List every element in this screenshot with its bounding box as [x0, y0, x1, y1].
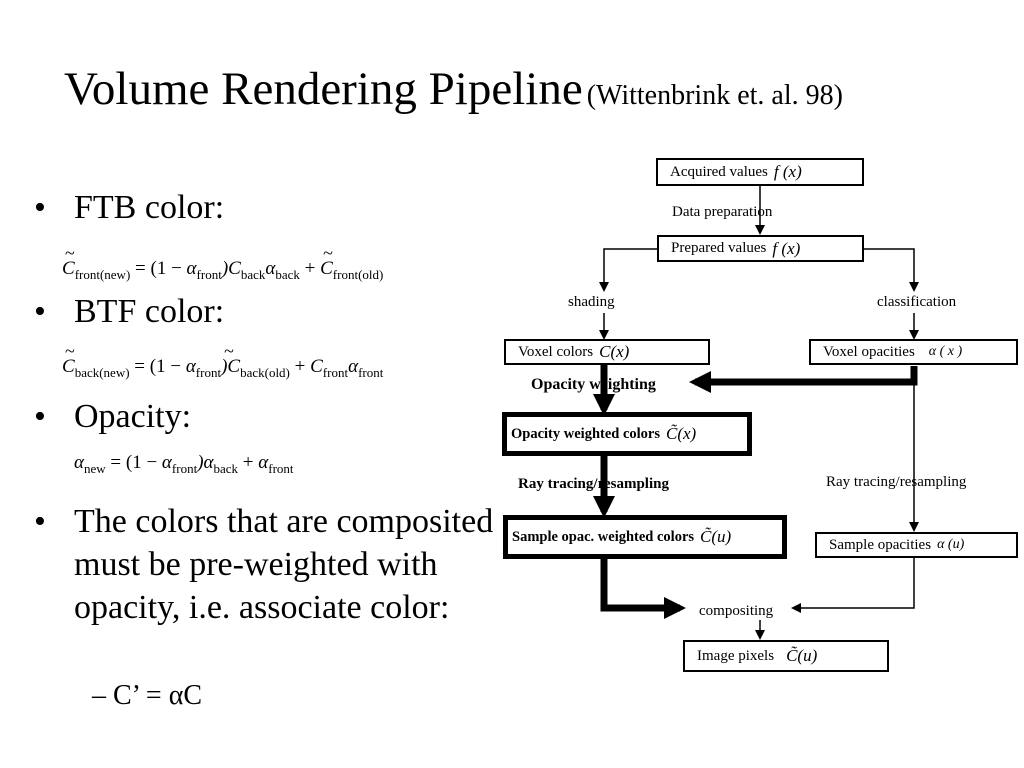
edge-opacity-to-weighting [689, 366, 918, 393]
node-image-pixels: Image pixels C̃(u) [683, 640, 889, 672]
bullet-marker: • [34, 503, 46, 540]
slide-title-main: Volume Rendering Pipeline [64, 63, 583, 115]
label-opacity-weighting: Opacity weighting [531, 376, 656, 393]
formula-op: + [242, 452, 254, 473]
node-opacity-weighted-colors: Opacity weighted colors C̃(x) [502, 412, 752, 456]
edge-prepared-left [599, 248, 657, 292]
node-label: Voxel opacities [823, 343, 915, 360]
formula-sub: front [322, 364, 349, 380]
node-label: Acquired values [670, 163, 768, 180]
formula-sub: front [196, 266, 222, 282]
formula-sub: back(old) [240, 364, 290, 380]
sub-bullet-text: C’ = αC [113, 680, 203, 711]
formula-term: C [62, 341, 75, 378]
node-math: α ( x ) [928, 344, 963, 359]
formula-sub: front(old) [332, 266, 384, 282]
formula-term: α [348, 356, 359, 377]
node-math: f (x) [773, 162, 802, 181]
slide-title: Volume Rendering Pipeline (Wittenbrink e… [64, 62, 843, 116]
formula-sub: new [83, 460, 106, 476]
formula-term: α [185, 356, 196, 377]
formula-sub: front [268, 460, 294, 476]
sub-bullet-associate-formula: – C’ = αC [92, 680, 202, 712]
formula-sub: back [240, 266, 266, 282]
edge-sample-compositing [600, 556, 686, 619]
formula-ftb: Cfront(new) = (1 − αfront)Cbackαback + C… [62, 243, 384, 283]
node-label: Sample opacities [829, 536, 932, 553]
formula-term: C [320, 243, 333, 280]
node-prepared-values: Prepared values f (x) [657, 235, 864, 262]
label-ray-tracing-right: Ray tracing/resampling [826, 474, 967, 490]
node-voxel-opacities: Voxel opacities α ( x ) [809, 339, 1018, 365]
bullet-text: FTB color: [74, 189, 225, 226]
bullet-text: The colors that are composited must be p… [74, 503, 494, 626]
formula-term: α [74, 452, 84, 473]
node-math: C̃(u) [700, 527, 732, 546]
label-compositing: compositing [699, 603, 774, 619]
formula-term: α [258, 452, 269, 473]
sub-bullet-marker: – [92, 680, 106, 711]
formula-sub: back [213, 460, 239, 476]
formula-sub: front [171, 460, 198, 476]
node-label: Prepared values [671, 240, 767, 256]
label-shading: shading [568, 294, 615, 310]
formula-op: = (1 − [134, 356, 182, 377]
node-math: C(x) [599, 342, 630, 361]
formula-sub: front(new) [74, 266, 131, 282]
node-label: Voxel colors [518, 343, 594, 360]
formula-term: α [186, 258, 197, 279]
bullet-text: BTF color: [74, 293, 225, 330]
formula-term: )C [221, 258, 241, 279]
node-sample-weighted-colors: Sample opac. weighted colors C̃(u) [503, 515, 787, 559]
bullet-marker: • [34, 293, 46, 330]
node-math: C̃(u) [786, 646, 818, 665]
node-math: f (x) [772, 238, 801, 258]
formula-op: + [304, 258, 316, 279]
formula-sub: front [195, 364, 222, 380]
formula-sub: back [275, 266, 300, 282]
formula-op: + [294, 356, 306, 377]
bullet-marker: • [34, 398, 46, 435]
node-math: C̃(x) [666, 424, 697, 443]
formula-term: α [265, 258, 276, 279]
node-sample-opacities: Sample opacities α (u) [815, 532, 1018, 558]
formula-term: )α [197, 452, 214, 473]
formula-sub: back(new) [74, 364, 130, 380]
formula-term: α [161, 452, 172, 473]
node-label: Opacity weighted colors [511, 425, 661, 442]
node-label: Sample opac. weighted colors [512, 528, 695, 545]
formula-op: = (1 − [135, 258, 182, 279]
bullet-marker: • [34, 189, 46, 226]
bullet-text: Opacity: [74, 398, 192, 435]
formula-sub: front [358, 364, 384, 380]
node-math: α (u) [937, 537, 965, 552]
formula-term: C [310, 356, 323, 377]
label-ray-tracing-left: Ray tracing/resampling [518, 476, 669, 492]
node-acquired-values: Acquired values f (x) [656, 158, 864, 186]
edge-prepared-right [864, 248, 919, 292]
edge-sample-opacities-compositing [791, 558, 915, 613]
formula-term: C [62, 243, 75, 280]
node-voxel-colors: Voxel colors C(x) [504, 339, 710, 365]
formula-opacity: αnew = (1 − αfront)αback + αfront [74, 452, 294, 477]
formula-op: = (1 − [110, 452, 158, 473]
node-label: Image pixels [697, 647, 775, 664]
formula-term: )C [221, 341, 240, 378]
label-data-preparation: Data preparation [672, 204, 773, 220]
slide-title-citation: (Wittenbrink et. al. 98) [586, 80, 843, 111]
label-classification: classification [877, 294, 957, 310]
formula-btf: Cback(new) = (1 − αfront)Cback(old) + Cf… [62, 341, 384, 381]
